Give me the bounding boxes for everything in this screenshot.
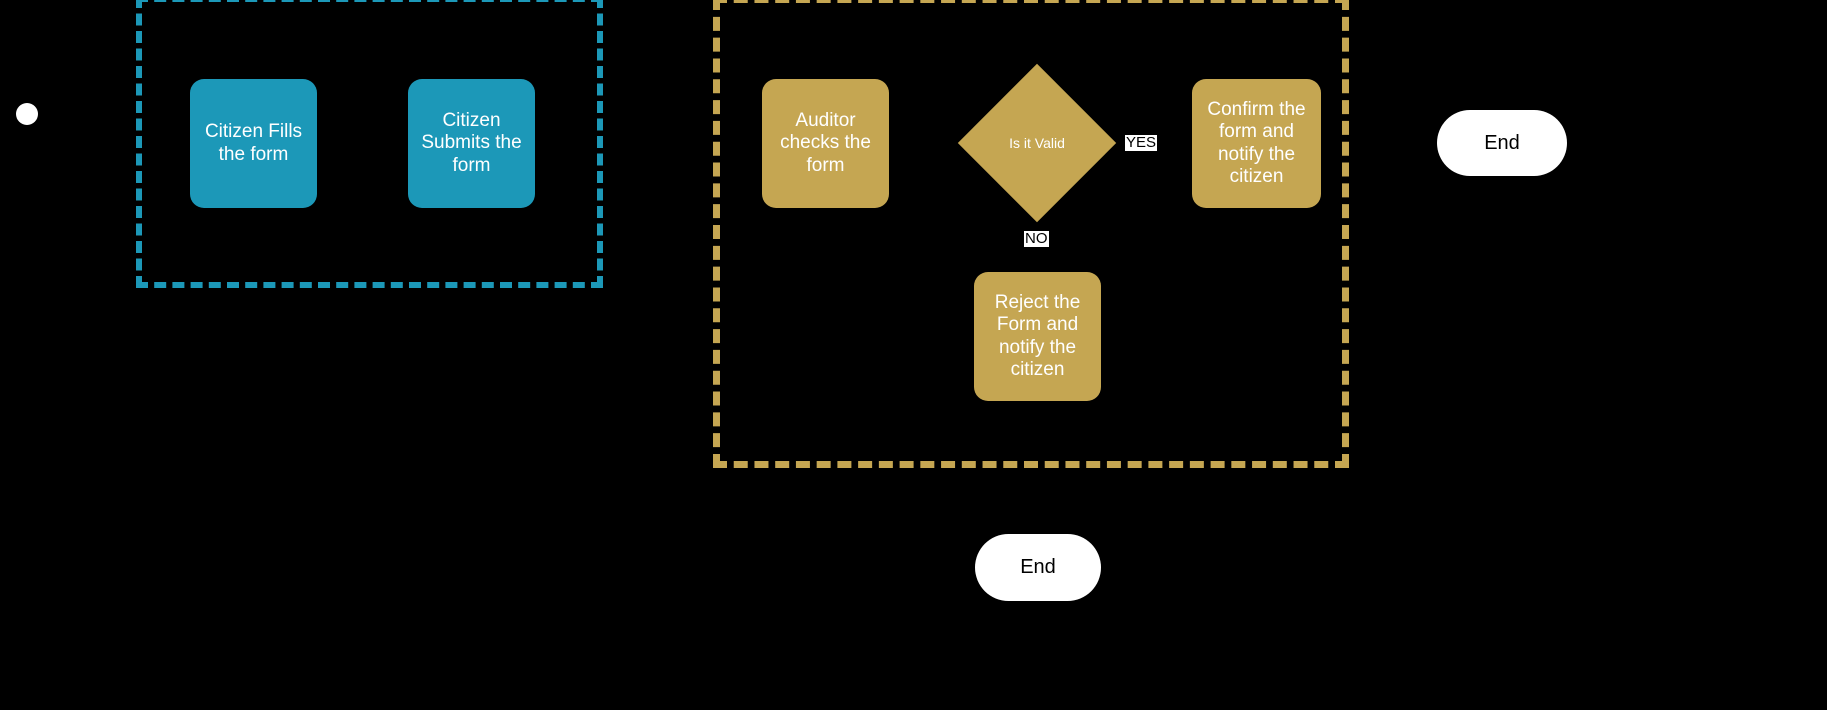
gateway-is-it-valid[interactable]: Is it Valid (957, 63, 1117, 223)
end-event-bottom[interactable]: End (975, 534, 1101, 601)
pool-citizen[interactable] (136, 0, 603, 288)
start-event-node[interactable] (16, 103, 38, 125)
task-citizen-submits-form[interactable]: Citizen Submits the form (408, 79, 535, 208)
gateway-label: Is it Valid (1009, 135, 1065, 151)
edge-label-no: NO (1024, 230, 1049, 247)
task-citizen-fills-form[interactable]: Citizen Fills the form (190, 79, 317, 208)
task-confirm-form-notify-citizen[interactable]: Confirm the form and notify the citizen (1192, 79, 1321, 208)
end-event-right[interactable]: End (1437, 110, 1567, 176)
edge-label-yes: YES (1125, 134, 1158, 151)
pool-auditor[interactable] (713, 0, 1349, 468)
task-reject-form-notify-citizen[interactable]: Reject the Form and notify the citizen (974, 272, 1101, 401)
task-auditor-checks-form[interactable]: Auditor checks the form (762, 79, 889, 208)
